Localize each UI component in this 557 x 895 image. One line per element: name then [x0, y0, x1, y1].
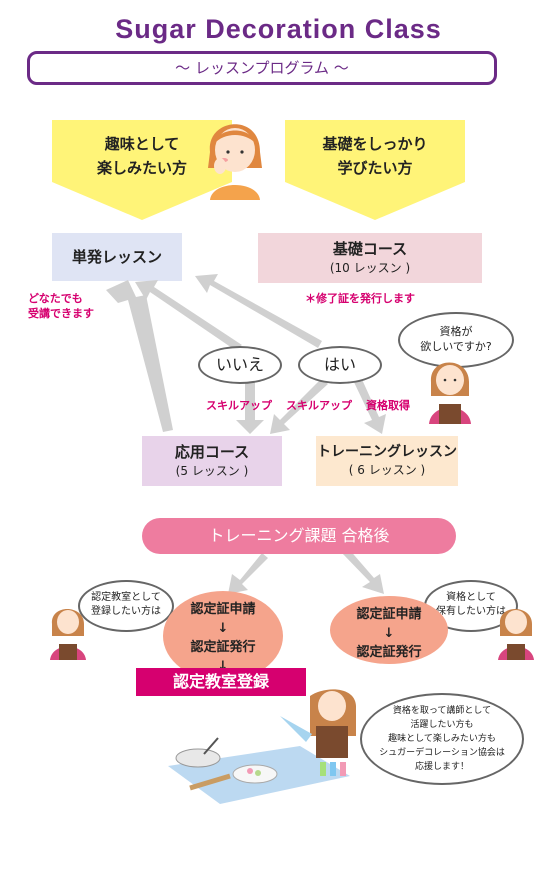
woman-pointing-illustration: [429, 362, 471, 424]
cert-label: 資格取得: [366, 399, 410, 412]
basic-course-count: (10 レッスン ): [329, 261, 411, 275]
woman-thinking-illustration: [208, 124, 262, 200]
closing-line-3: 趣味として楽しみたい方も: [388, 734, 496, 744]
applied-course-box: 応用コース (5 レッスン ): [142, 436, 282, 486]
right-cert-oval: 認定証申請 ↓ 認定証発行: [330, 596, 448, 664]
right-oval-arrow: ↓: [383, 626, 395, 641]
woman-left-illustration: [50, 609, 86, 660]
basic-course-note: ＊修了証を発行します: [305, 292, 415, 305]
arrow-no-to-single: [135, 280, 242, 350]
yes-bubble: はい: [298, 346, 382, 384]
closing-line-4: シュガーデコレーション協会は: [379, 748, 505, 758]
arrow-no-to-applied: [236, 380, 264, 434]
arrow-banner-to-right-oval: [342, 548, 384, 594]
closing-line-5: 応援します！: [414, 762, 469, 772]
question-bubble: 資格が 欲しいですか?: [398, 312, 514, 368]
arrow-banner-to-left-oval: [228, 553, 268, 594]
woman-right-illustration: [498, 609, 534, 660]
left-oval-line-1: 認定証申請: [190, 602, 256, 617]
closing-line-2: 活躍したい方も: [410, 720, 474, 730]
left-oval-arrow-2: ↓: [217, 659, 229, 674]
left-bubble-line-2: 登録したい方は: [91, 606, 161, 617]
closing-bubble: 資格を取って講師として 活躍したい方も 趣味として楽しみたい方も シュガーデコレ…: [360, 693, 524, 785]
applied-course-title: 応用コース: [174, 443, 250, 461]
single-lesson-note: どなたでも 受講できます: [28, 291, 94, 321]
skillup-label-2: スキルアップ: [286, 399, 352, 412]
no-bubble: いいえ: [198, 346, 282, 384]
arrow-yes-to-applied: [270, 378, 328, 434]
left-oval-line-2: 認定証発行: [190, 640, 256, 655]
arrow-yes-to-single: [195, 274, 322, 348]
right-bubble-line-2: 保有したい方は: [436, 606, 506, 617]
program-subtitle: ～ レッスンプログラム ～: [27, 51, 497, 85]
basics-line-2: 学びたい方: [337, 159, 413, 177]
page-title: Sugar Decoration Class: [115, 14, 442, 44]
basic-course-title: 基礎コース: [332, 240, 408, 258]
hobby-line-2: 楽しみたい方: [96, 159, 187, 177]
question-line-2: 欲しいですか?: [420, 340, 492, 353]
closing-line-1: 資格を取って講師として: [392, 706, 492, 716]
left-cert-oval: 認定証申請 ↓ 認定証発行 ↓: [163, 591, 283, 681]
right-oval-line-1: 認定証申請: [356, 607, 422, 622]
basic-course-box: 基礎コース (10 レッスン ): [258, 233, 482, 283]
right-bubble-line-1: 資格として: [446, 592, 496, 603]
training-lesson-box: トレーニングレッスン ( 6 レッスン ): [316, 436, 458, 486]
left-bubble-line-1: 認定教室として: [91, 592, 161, 603]
left-bubble: 認定教室として 登録したい方は: [78, 580, 174, 632]
arrow-yes-to-training: [352, 375, 386, 434]
single-lesson-box: 単発レッスン: [52, 233, 182, 281]
left-oval-arrow-1: ↓: [217, 621, 229, 636]
classroom-registration-bar: 認定教室登録: [136, 668, 306, 696]
training-lesson-count: ( 6 レッスン ): [348, 463, 426, 477]
basics-line-1: 基礎をしっかり: [322, 135, 428, 153]
single-note-line-2: 受講できます: [28, 307, 94, 320]
applied-course-count: (5 レッスン ): [175, 464, 249, 478]
single-note-line-1: どなたでも: [28, 292, 83, 305]
question-line-1: 資格が: [439, 325, 473, 338]
skillup-label-1: スキルアップ: [206, 399, 272, 412]
right-oval-line-2: 認定証発行: [356, 645, 422, 660]
arrow-applied-to-single: [106, 280, 173, 432]
baking-scene-illustration: [168, 689, 356, 804]
training-passed-banner: トレーニング課題 合格後: [142, 518, 456, 554]
training-lesson-title: トレーニングレッスン: [317, 444, 457, 460]
hobby-line-1: 趣味として: [104, 135, 180, 153]
